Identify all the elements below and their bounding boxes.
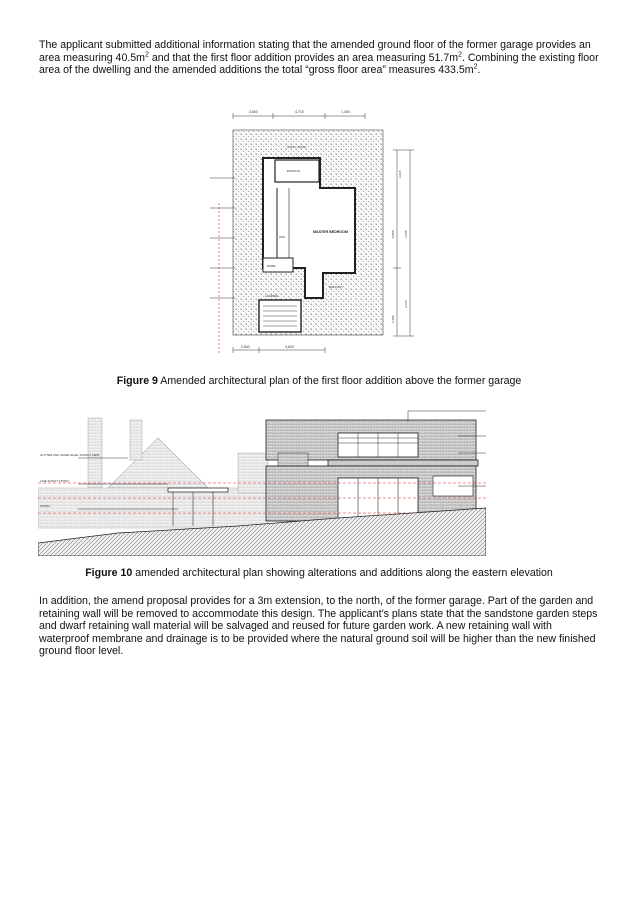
master-bedroom-label: MASTER BEDROOM <box>313 230 348 234</box>
dim-right-5: 2,385 <box>391 315 395 323</box>
intro-text-c: . Combining the existing floor area of t… <box>39 51 599 77</box>
figure-10-elevation: GUTTER AND SAME LEVEL INSTALL NEW LINE S… <box>38 410 486 556</box>
intro-text-b: and that the first floor addition provid… <box>148 51 459 64</box>
dim-top-1: 3,600 <box>249 110 258 114</box>
figure-9-caption-text: Amended architectural plan of the first … <box>157 375 522 387</box>
balcony-right-label: BALCONY <box>329 285 343 289</box>
figure-10-label: Figure 10 <box>85 567 133 579</box>
note-finish: FINISH <box>40 504 50 508</box>
superscript-2: 2 <box>458 51 462 59</box>
note-soffit: LINE SOFFIT FINISH <box>40 479 69 483</box>
ensuite-label: ENSUITE <box>287 169 300 173</box>
superscript-3: 2 <box>473 63 478 71</box>
figure-10-caption: Figure 10 amended architectural plan sho… <box>0 567 638 580</box>
landing-label: LANDING <box>265 294 279 298</box>
dim-bottom-1: 2,840 <box>241 345 250 349</box>
wir-label: WIR <box>279 235 286 239</box>
figure-9-floor-plan: 3,600 4,715 1,400 ENSUITE WIR MASTER BED… <box>210 110 414 353</box>
intro-text-a: The applicant submitted additional infor… <box>39 39 591 64</box>
extension-paragraph: In addition, the amend proposal provides… <box>39 595 598 658</box>
dim-bottom-2: 4,620 <box>285 345 294 349</box>
intro-text-end: . <box>477 64 481 77</box>
dim-right-1: 2,915 <box>398 170 402 178</box>
dim-top-3: 1,400 <box>341 110 350 114</box>
balcony-top-label: CONC. ROOF <box>287 145 306 149</box>
figure-9-caption: Figure 9 Amended architectural plan of t… <box>0 375 638 388</box>
dim-right-2: 5,880 <box>391 230 395 238</box>
figure-9-label: Figure 9 <box>116 375 158 387</box>
dim-top-2: 4,715 <box>295 110 304 114</box>
note-gutter: GUTTER AND SAME LEVEL INSTALL NEW <box>40 453 99 457</box>
intro-paragraph: The applicant submitted additional infor… <box>39 39 601 77</box>
dim-right-3: 3,695 <box>404 230 408 238</box>
superscript-1: 2 <box>145 51 149 59</box>
robe-label: ROBE <box>267 264 276 268</box>
figure-10-caption-text: amended architectural plan showing alter… <box>132 567 553 579</box>
dim-right-4: 4,125 <box>404 300 408 308</box>
